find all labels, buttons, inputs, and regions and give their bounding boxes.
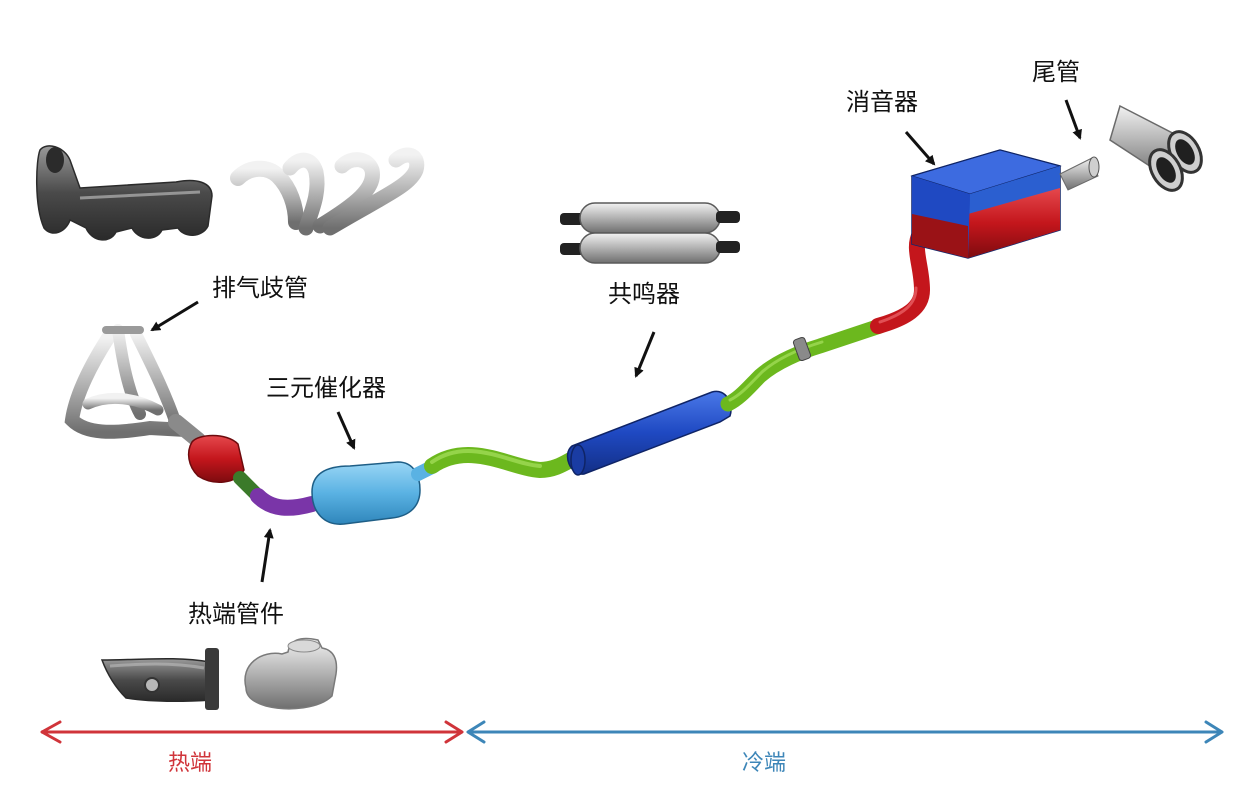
tail-pipe-stub — [1059, 156, 1100, 191]
manifold-assembly — [64, 324, 206, 448]
tube-manifold-image — [230, 147, 425, 236]
resonator-image — [560, 202, 740, 264]
hot-end-pipe-image-2 — [244, 637, 338, 710]
label-exhaust-manifold: 排气歧管 — [212, 274, 308, 302]
label-three-way-catalyst: 三元催化器 — [266, 374, 386, 402]
exhaust-assembly — [64, 149, 1100, 525]
resonator-body — [566, 390, 732, 476]
muffler-pointer-arrow — [904, 131, 936, 166]
label-hot-end-pipe: 热端管件 — [188, 600, 284, 628]
tail-pipe-pointer-arrow — [1064, 99, 1082, 140]
twin-tailpipe-image — [1109, 104, 1203, 192]
hot-end-pipe-image-1 — [100, 648, 219, 710]
mid-pipe-green-1 — [424, 447, 586, 479]
catalyst-pointer-arrow — [336, 411, 356, 450]
manifold-pointer-arrow — [150, 300, 199, 332]
hot-end-pointer-arrow — [260, 528, 274, 583]
muffler-body — [910, 149, 1062, 259]
pointer-arrows — [150, 99, 1082, 583]
hot-end-pipe-purple — [250, 488, 320, 516]
label-muffler: 消音器 — [846, 88, 918, 116]
hot-zone-indicator: 热端 — [40, 720, 464, 776]
cast-manifold-image — [35, 145, 213, 241]
label-cold-zone: 冷端 — [742, 751, 786, 776]
three-way-catalyst — [311, 459, 441, 525]
cold-zone-indicator: 冷端 — [466, 720, 1224, 776]
label-resonator: 共鸣器 — [608, 280, 680, 308]
resonator-pointer-arrow — [634, 331, 656, 378]
label-tail-pipe: 尾管 — [1032, 58, 1080, 86]
pipe-clamp — [792, 336, 812, 362]
pre-catalyst-red — [187, 434, 245, 483]
label-hot-zone: 热端 — [168, 751, 212, 776]
